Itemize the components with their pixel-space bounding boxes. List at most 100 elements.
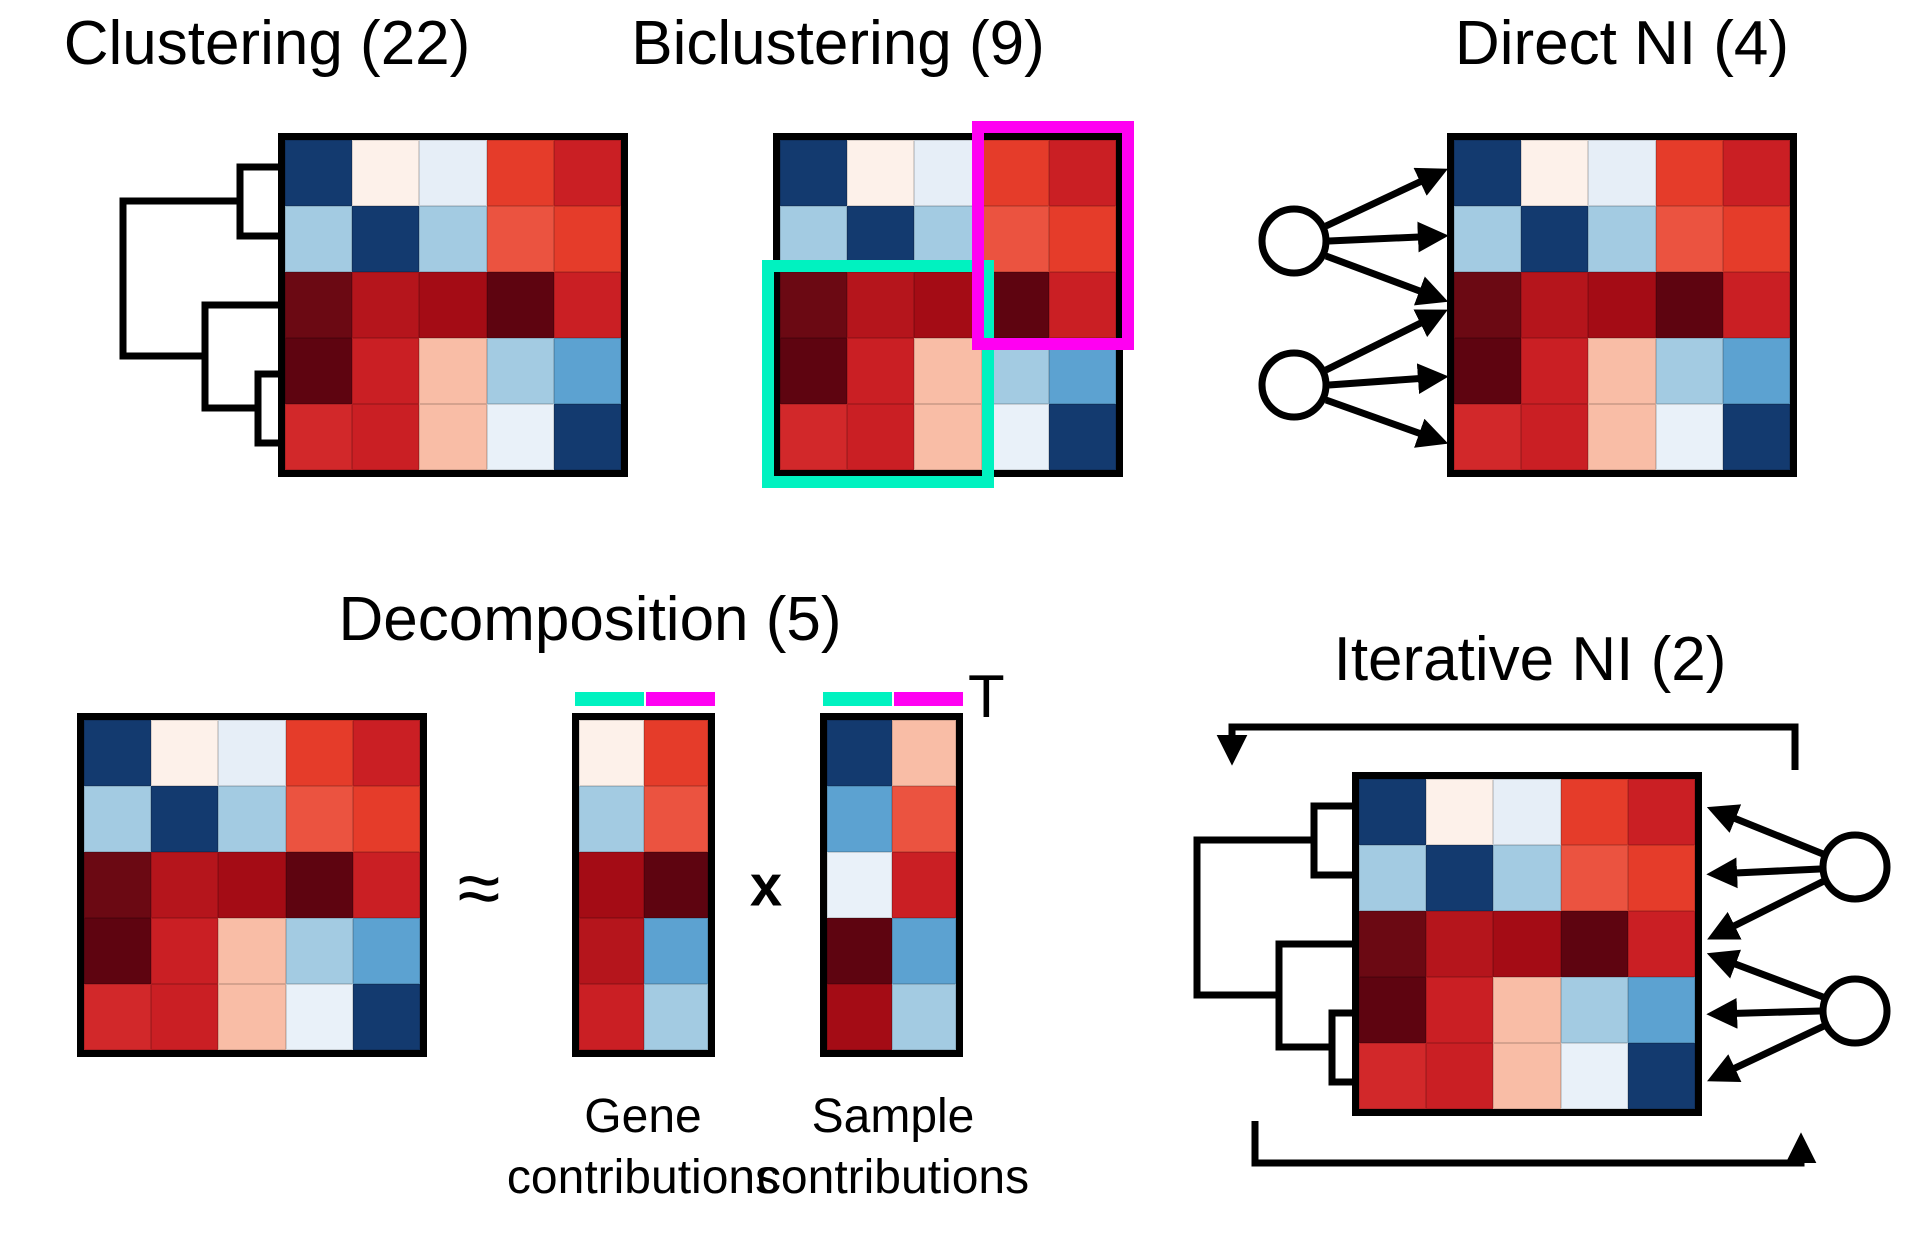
- heatmap-cell: [352, 206, 420, 272]
- heatmap-cell: [914, 140, 982, 206]
- heatmap-cell: [891, 852, 956, 918]
- iterative-ni-dendrogram: [1193, 802, 1352, 1086]
- heatmap-cell: [1521, 206, 1589, 272]
- heatmap-cell: [847, 338, 915, 404]
- heatmap-cell: [1048, 206, 1116, 272]
- heatmap-cell: [419, 404, 487, 470]
- sample-cluster-bar-magenta: [894, 692, 963, 706]
- heatmap-cell: [643, 720, 708, 786]
- heatmap-cell: [1359, 977, 1427, 1043]
- heatmap-cell: [352, 720, 420, 786]
- heatmap-cell: [352, 404, 420, 470]
- heatmap-cell: [1588, 404, 1656, 470]
- regulator-node-circle: [1258, 349, 1330, 421]
- heatmap-cell: [1521, 404, 1589, 470]
- heatmap-cell: [1048, 140, 1116, 206]
- dendrogram-branch: [1310, 802, 1352, 879]
- heatmap-cell: [1426, 911, 1494, 977]
- heatmap-cell: [827, 918, 892, 984]
- dendrogram-branch: [254, 370, 278, 447]
- heatmap-cell: [1359, 779, 1427, 845]
- heatmap-cell: [419, 338, 487, 404]
- heatmap-cell: [579, 852, 644, 918]
- heatmap-cell: [1521, 140, 1589, 206]
- heatmap-cell: [352, 918, 420, 984]
- heatmap-cell: [780, 206, 848, 272]
- heatmap-cell: [486, 338, 554, 404]
- heatmap-cell: [218, 786, 286, 852]
- dendrogram-branch: [1193, 836, 1314, 999]
- heatmap-cell: [1493, 845, 1561, 911]
- heatmap-cell: [486, 140, 554, 206]
- heatmap-cell: [847, 140, 915, 206]
- heatmap-cell: [847, 272, 915, 338]
- dendrogram-branch: [201, 301, 278, 412]
- heatmap-cell: [643, 984, 708, 1050]
- sample-contributions-label-line1: Sample: [811, 1090, 975, 1143]
- heatmap-cell: [84, 984, 152, 1050]
- heatmap-cell: [419, 272, 487, 338]
- heatmap-cell: [151, 720, 219, 786]
- heatmap-cell: [1454, 206, 1522, 272]
- heatmap-cell: [1722, 404, 1790, 470]
- heatmap-cell: [1454, 338, 1522, 404]
- heatmap-cell: [827, 720, 892, 786]
- heatmap-cell: [891, 786, 956, 852]
- dendrogram-branch: [1328, 1009, 1352, 1086]
- regulatory-arrow: [1706, 804, 1825, 858]
- heatmap-cell: [1493, 977, 1561, 1043]
- heatmap-cell: [553, 338, 621, 404]
- heatmap-cell: [486, 272, 554, 338]
- heatmap-cell: [1560, 911, 1628, 977]
- heatmap-cell: [553, 206, 621, 272]
- regulatory-arrow: [1324, 252, 1449, 306]
- heatmap-cell: [1426, 845, 1494, 911]
- heatmap-cell: [285, 852, 353, 918]
- heatmap-cell: [218, 918, 286, 984]
- clustering-heatmap: [278, 133, 628, 477]
- sample-contributions-matrix: [820, 713, 963, 1057]
- heatmap-cell: [218, 984, 286, 1050]
- heatmap-cell: [419, 140, 487, 206]
- heatmap-cell: [643, 852, 708, 918]
- heatmap-cell: [981, 140, 1049, 206]
- heatmap-cell: [1359, 1043, 1427, 1109]
- heatmap-cell: [553, 404, 621, 470]
- regulatory-arrow: [1324, 309, 1448, 374]
- heatmap-cell: [1722, 338, 1790, 404]
- regulatory-arrow: [1707, 877, 1826, 940]
- heatmap-cell: [218, 852, 286, 918]
- heatmap-cell: [847, 206, 915, 272]
- regulatory-arrow: [1328, 363, 1449, 395]
- heatmap-cell: [553, 272, 621, 338]
- heatmap-cell: [1359, 911, 1427, 977]
- heatmap-cell: [84, 786, 152, 852]
- gene-cluster-bar-cyan: [575, 692, 644, 706]
- heatmap-cell: [1521, 338, 1589, 404]
- gene-contributions-label-line1: Gene: [584, 1090, 702, 1143]
- heatmap-cell: [352, 786, 420, 852]
- heatmap-cell: [84, 852, 152, 918]
- regulatory-arrow: [1706, 857, 1821, 889]
- direct-ni-heatmap: [1447, 133, 1797, 477]
- regulator-node-circle: [1258, 205, 1330, 277]
- heatmap-cell: [1048, 404, 1116, 470]
- feedback-arrow-bottom: [1251, 1121, 1817, 1167]
- heatmap-cell: [891, 720, 956, 786]
- heatmap-cell: [285, 918, 353, 984]
- regulatory-arrow: [1324, 396, 1449, 448]
- biclustering-panel-title: Biclustering (9): [631, 9, 1045, 78]
- approx-symbol: ≈: [457, 843, 501, 932]
- heatmap-cell: [780, 338, 848, 404]
- iterative-ni-panel-title: Iterative NI (2): [1333, 625, 1727, 694]
- heatmap-cell: [285, 272, 353, 338]
- heatmap-cell: [579, 984, 644, 1050]
- clustering-panel-title: Clustering (22): [63, 9, 471, 78]
- heatmap-cell: [1588, 338, 1656, 404]
- heatmap-cell: [151, 852, 219, 918]
- heatmap-cell: [1426, 779, 1494, 845]
- heatmap-cell: [1048, 338, 1116, 404]
- heatmap-cell: [553, 140, 621, 206]
- heatmap-cell: [1655, 272, 1723, 338]
- heatmap-cell: [151, 918, 219, 984]
